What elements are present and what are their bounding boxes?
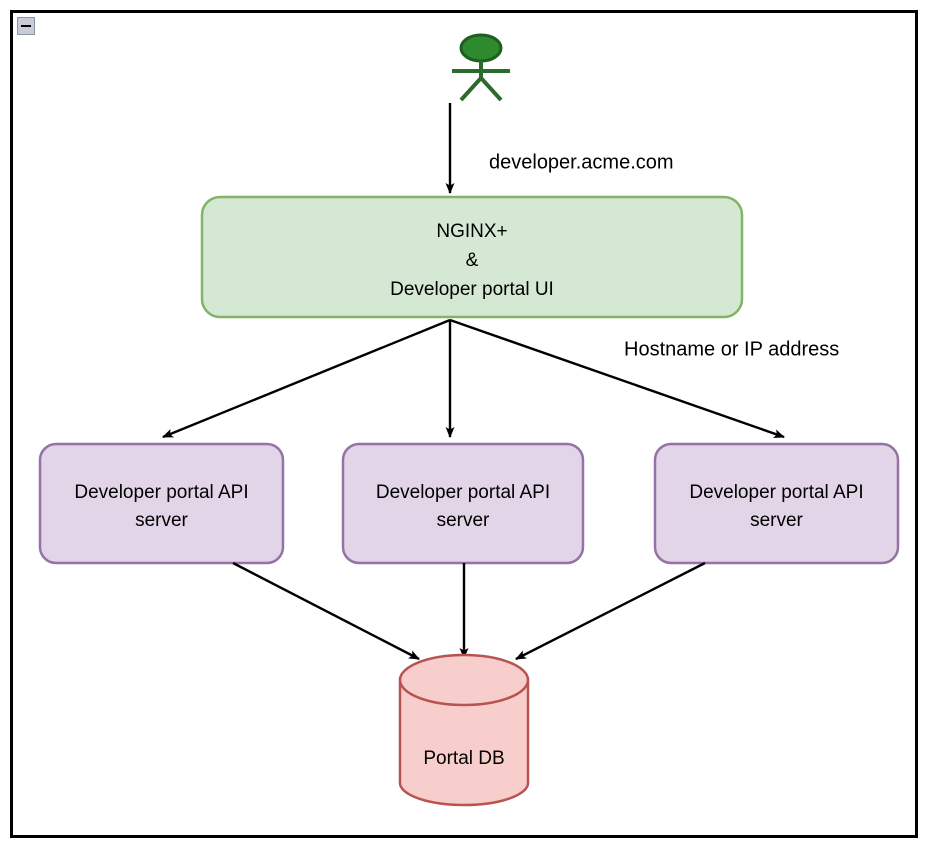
node-api-server-1-line-1: Developer portal API (74, 482, 248, 503)
edge-label-actor-to-nginx: developer.acme.com (489, 151, 674, 173)
edge-api-1-to-db (232, 561, 420, 661)
collapse-icon[interactable] (17, 17, 35, 35)
node-api-server-2-line-1: Developer portal API (376, 482, 550, 503)
node-database-label: Portal DB (423, 748, 504, 769)
node-api-server-1[interactable]: Developer portal API server (38, 442, 285, 565)
node-api-server-3[interactable]: Developer portal API server (653, 442, 900, 565)
node-nginx-line-3: Developer portal UI (390, 279, 554, 300)
node-api-server-1-line-2: server (135, 510, 188, 531)
node-api-server-3-line-2: server (750, 510, 803, 531)
node-nginx-line-1: NGINX+ (436, 221, 507, 242)
edge-nginx-to-api-1 (162, 318, 451, 439)
edge-api-3-to-db (515, 561, 706, 661)
node-api-server-2-line-2: server (437, 510, 490, 531)
node-nginx-developer-portal-ui[interactable]: NGINX+ & Developer portal UI (200, 195, 744, 319)
node-database-portal-db[interactable]: Portal DB (398, 653, 530, 807)
node-api-server-2[interactable]: Developer portal API server (341, 442, 585, 565)
node-api-server-3-line-1: Developer portal API (689, 482, 863, 503)
node-nginx-line-2: & (466, 250, 479, 271)
user-actor-icon (452, 33, 510, 102)
edge-label-nginx-to-api: Hostname or IP address (624, 338, 839, 360)
collapse-icon-bar (21, 25, 31, 27)
edge-nginx-to-api-3 (449, 318, 785, 439)
